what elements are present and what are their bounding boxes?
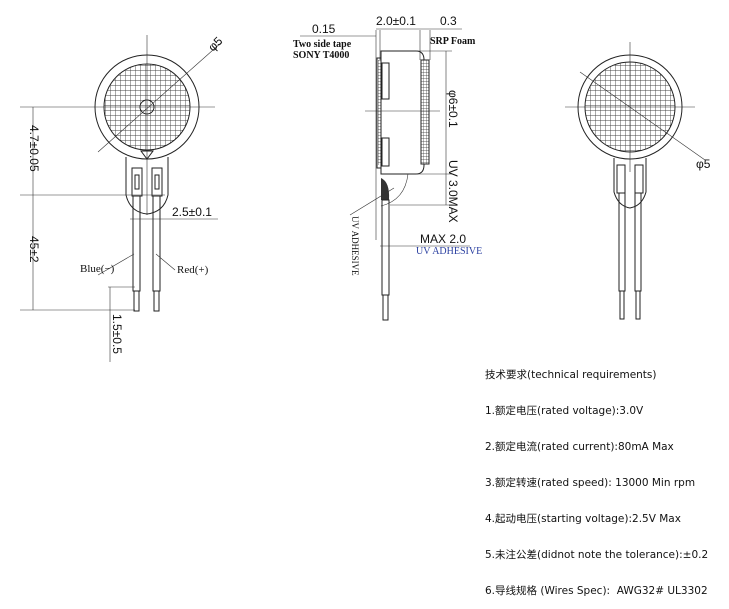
front-diameter-label: φ5 bbox=[205, 34, 225, 54]
foam-thickness-dim: 0.3 bbox=[440, 14, 457, 28]
technical-requirements: 技术要求(technical requirements) 1.额定电压(rate… bbox=[485, 345, 708, 609]
tape-thickness-dim: 0.15 bbox=[312, 22, 336, 36]
tape-label: Two side tape bbox=[293, 39, 352, 50]
front-view: φ5 4.7±0.05 45±2 2.5±0.1 Blue(−) Red(+) … bbox=[20, 34, 226, 362]
uv-adhesive-label-left: UV ADHESIVE bbox=[350, 216, 360, 276]
uv-adhesive-label-right: UV ADHESIVE bbox=[416, 246, 482, 257]
uv-adhesive-blob bbox=[381, 178, 390, 200]
back-view: φ5 bbox=[565, 42, 711, 320]
blue-wire-label: Blue(−) bbox=[80, 263, 115, 275]
wire-red bbox=[152, 195, 161, 312]
foam-label: SRP Foam bbox=[430, 36, 476, 47]
back-diameter-label: φ5 bbox=[696, 157, 711, 171]
side-view: 0.15 2.0±0.1 0.3 Two side tape SONY T400… bbox=[293, 14, 482, 321]
requirement-item: 3.额定转速(rated speed): 13000 Min rpm bbox=[485, 477, 696, 489]
strip-length-dim: 1.5±0.5 bbox=[110, 314, 124, 354]
requirement-item: 5.未注公差(didnot note the tolerance):±0.2 bbox=[485, 549, 709, 561]
foam-layer bbox=[420, 59, 430, 165]
height-dim: 4.7±0.05 bbox=[27, 125, 41, 172]
tape-model-label: SONY T4000 bbox=[293, 50, 349, 61]
wire-pitch-dim: 2.5±0.1 bbox=[172, 205, 212, 219]
requirements-title: 技术要求(technical requirements) bbox=[485, 369, 657, 381]
motor-body bbox=[380, 50, 425, 175]
max-dim: MAX 2.0 bbox=[420, 232, 466, 246]
requirement-item: 2.额定电流(rated current):80mA Max bbox=[485, 441, 674, 453]
diameter-leader bbox=[97, 41, 223, 153]
wire-blue bbox=[132, 195, 141, 312]
requirement-item: 6.导线规格 (Wires Spec): AWG32# UL3302 bbox=[485, 585, 708, 597]
wire-length-dim: 45±2 bbox=[27, 236, 41, 263]
drawing-canvas: φ5 4.7±0.05 45±2 2.5±0.1 Blue(−) Red(+) … bbox=[20, 14, 711, 362]
thickness-dim: 2.0±0.1 bbox=[376, 14, 416, 28]
uv-max-dim: UV 3.0MAX bbox=[446, 160, 460, 223]
red-wire-label: Red(+) bbox=[177, 264, 209, 276]
requirement-item: 1.额定电压(rated voltage):3.0V bbox=[485, 405, 644, 417]
requirement-item: 4.起动电压(starting voltage):2.5V Max bbox=[485, 513, 681, 525]
diameter-dim: φ6±0.1 bbox=[446, 90, 460, 128]
